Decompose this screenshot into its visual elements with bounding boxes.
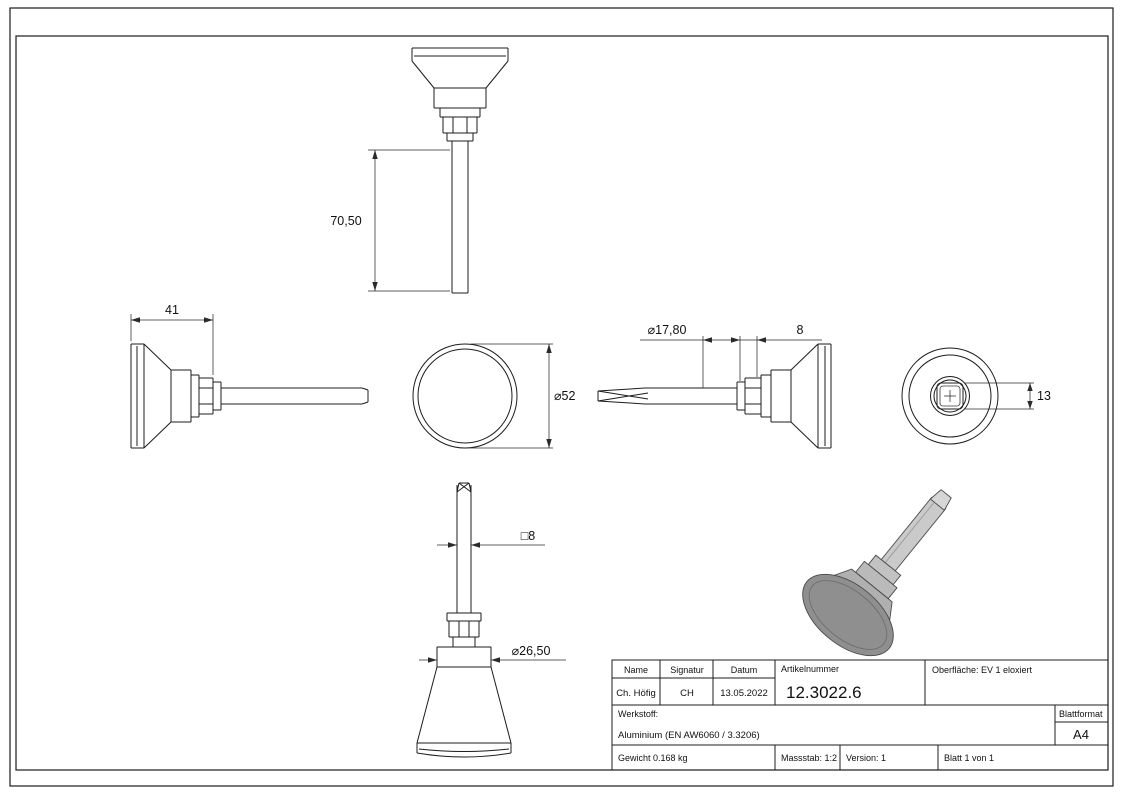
iso-face bbox=[802, 573, 894, 657]
tb-werkstoff-value: Aluminium (EN AW6060 / 3.3206) bbox=[618, 730, 760, 741]
dim-head-depth: 41 bbox=[130, 303, 214, 375]
tb-blattformat-label: Blattformat bbox=[1059, 709, 1103, 719]
dim-square-drive: 13 bbox=[965, 382, 1051, 410]
tb-werkstoff-label: Werkstoff: bbox=[618, 709, 658, 719]
dim-boss-diameter-text: ⌀26,50 bbox=[512, 644, 551, 658]
tb-datum-label: Datum bbox=[731, 665, 758, 675]
inner-frame bbox=[15, 35, 1109, 771]
back-rim-circle bbox=[908, 354, 992, 438]
tb-gewicht: Gewicht 0.168 kg bbox=[618, 753, 688, 763]
dim-square-drive-text: 13 bbox=[1037, 389, 1051, 403]
dim-face-diameter: ⌀52 bbox=[471, 343, 575, 449]
dim-boss-diameter: ⌀26,50 bbox=[419, 644, 566, 663]
iso-shaft bbox=[880, 496, 947, 572]
face-inner-circle bbox=[417, 348, 513, 444]
iso-face-rim bbox=[808, 580, 888, 650]
view-side-left: 41 bbox=[130, 303, 369, 449]
back-washer-circle bbox=[933, 379, 967, 413]
tb-signatur-label: Signatur bbox=[670, 665, 704, 675]
tb-blattformat-value: A4 bbox=[1073, 727, 1089, 742]
bottom-view-outline bbox=[416, 482, 512, 758]
back-collar-circle bbox=[930, 376, 970, 416]
view-face-circle: ⌀52 bbox=[412, 343, 575, 449]
dim-collar-diameter-text: ⌀17,80 bbox=[648, 323, 687, 337]
dim-head-depth-text: 41 bbox=[165, 303, 179, 317]
dim-shaft-square-text: □8 bbox=[521, 529, 536, 543]
outer-frame bbox=[9, 7, 1114, 787]
dim-collar-diameter: ⌀17,80 8 bbox=[640, 323, 822, 388]
tb-blatt: Blatt 1 von 1 bbox=[944, 753, 994, 763]
side-left-outline bbox=[130, 343, 369, 449]
tb-signatur-value: CH bbox=[680, 688, 694, 699]
view-front: 70,50 bbox=[330, 47, 509, 294]
dim-nut-width-text: 8 bbox=[797, 323, 804, 337]
back-outer-circle bbox=[901, 347, 999, 445]
tb-artikelnummer-label: Artikelnummer bbox=[781, 664, 839, 674]
square-drive-inner bbox=[939, 385, 961, 407]
iso-shaft-tip bbox=[929, 489, 952, 511]
tb-artikelnummer-value: 12.3022.6 bbox=[786, 683, 862, 702]
tb-version: Version: 1 bbox=[846, 753, 886, 763]
view-side-right: ⌀17,80 8 bbox=[597, 323, 832, 449]
tb-massstab: Massstab: 1:2 bbox=[781, 753, 837, 763]
view-isometric-3d bbox=[802, 489, 952, 657]
view-bottom: □8 ⌀26,50 bbox=[416, 482, 566, 758]
tb-oberflaeche: Oberfläche: EV 1 eloxiert bbox=[932, 665, 1033, 675]
square-drive-outline bbox=[936, 382, 964, 410]
side-right-outline bbox=[597, 343, 832, 449]
view-back-circle: 13 bbox=[901, 347, 1051, 445]
dim-shaft-length-text: 70,50 bbox=[330, 214, 361, 228]
tb-name-label: Name bbox=[624, 665, 648, 675]
front-view-outline bbox=[411, 47, 509, 294]
dim-shaft-square: □8 bbox=[437, 529, 545, 548]
dim-shaft-length: 70,50 bbox=[330, 149, 450, 292]
tb-datum-value: 13.05.2022 bbox=[720, 688, 768, 699]
title-block-grid bbox=[611, 659, 1109, 771]
title-block: Name Signatur Datum Ch. Höfig CH 13.05.2… bbox=[611, 659, 1109, 771]
face-outer-circle bbox=[412, 343, 518, 449]
tb-name-value: Ch. Höfig bbox=[616, 688, 656, 699]
dim-face-diameter-text: ⌀52 bbox=[554, 389, 575, 403]
